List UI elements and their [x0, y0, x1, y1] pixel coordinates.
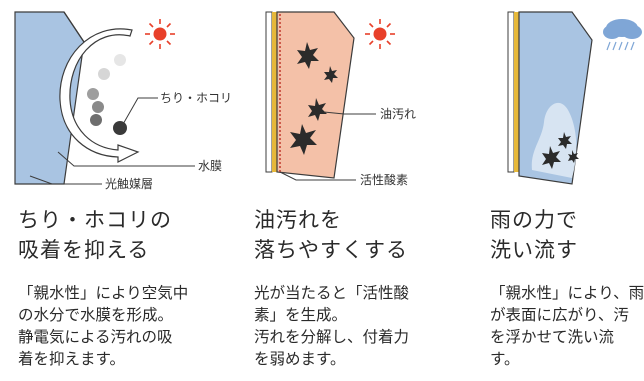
callout-line [121, 97, 158, 127]
glass-layer [507, 11, 515, 173]
panel-oil: 油汚れ 活性酸素 油汚れを 落ちやすくする 光が当たると「活性酸 素」を生成。 … [236, 0, 466, 381]
dust-particle [92, 101, 104, 113]
label-dust: ちり・ホコリ [160, 91, 232, 105]
glass-layer [265, 11, 273, 173]
dust-particle [114, 54, 126, 66]
wall-surface [14, 11, 85, 185]
callout-line [279, 171, 356, 181]
dust-particle [98, 68, 110, 80]
panel-description: 「親水性」により、雨 が表面に広がり、汚 を浮かせて洗い流 す。 [490, 284, 644, 368]
callout-line [323, 111, 376, 115]
sun-icon [365, 19, 395, 49]
stain-surface [276, 11, 355, 179]
panel-rain: 雨の力で 洗い流す 「親水性」により、雨 が表面に広がり、汚 を浮かせて洗い流 … [472, 0, 644, 381]
oil-diagram: 油汚れ 活性酸素 [265, 11, 416, 187]
stain-star-icon [290, 42, 338, 155]
callout-line [57, 151, 195, 167]
panel-description: 光が当たると「活性酸 素」を生成。 汚れを分解し、付着力 を弱めます。 [254, 284, 410, 368]
stain-star-icon [542, 132, 579, 169]
label-active-oxygen: 活性酸素 [360, 172, 408, 187]
label-water-film: 水膜 [198, 159, 222, 173]
panel-dust: ちり・ホコリ 水膜 光触媒層 ちり・ホコリの 吸着を抑える 「親水性」により空気… [0, 0, 232, 381]
label-oil-stain: 油汚れ [380, 107, 416, 121]
dust-particle [113, 121, 127, 135]
dust-particle [90, 114, 102, 126]
panel-title: 雨の力で 洗い流す [490, 208, 578, 262]
panel-description: 「親水性」により空気中 の水分で水膜を形成。 静電気による汚れの吸 着を抑えます… [18, 284, 189, 368]
yellow-layer [272, 12, 277, 172]
callout-line [29, 175, 102, 185]
dust-particle [87, 88, 99, 100]
repel-arrow-icon [59, 28, 140, 163]
label-photocatalyst: 光触媒層 [105, 177, 153, 191]
wall-edge [63, 11, 85, 43]
panel-title: ちり・ホコリの 吸着を抑える [18, 208, 172, 262]
rain-film [531, 102, 577, 178]
panel-title: 油汚れを 落ちやすくする [254, 208, 408, 262]
yellow-layer [514, 12, 519, 172]
dust-diagram: ちり・ホコリ 水膜 光触媒層 [14, 11, 232, 191]
sun-icon [145, 19, 175, 49]
rain-cloud-icon [603, 19, 642, 51]
rain-diagram [507, 11, 642, 185]
